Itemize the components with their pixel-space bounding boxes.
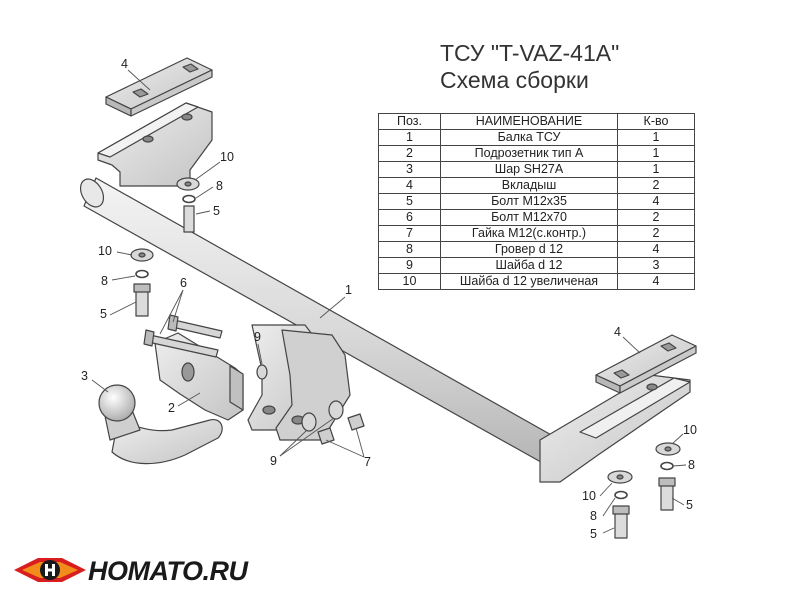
leader-lines	[91, 69, 687, 534]
insert-plate-top	[105, 57, 213, 117]
cell-name: Шайба d 12	[440, 257, 618, 274]
cell-name: Балка ТСУ	[440, 129, 618, 146]
callout-8-bottom: 8	[590, 509, 597, 523]
cell-quantity: 4	[617, 273, 695, 290]
callout-3: 3	[81, 369, 88, 383]
cell-position: 7	[378, 225, 441, 242]
callout-9-mid: 9	[254, 330, 261, 344]
cell-quantity: 1	[617, 129, 695, 146]
cell-name: Болт М12х70	[440, 209, 618, 226]
hardware-right	[607, 442, 681, 539]
cell-name: Шайба d 12 увеличеная	[440, 273, 618, 290]
center-brackets	[247, 324, 351, 441]
callout-10-right: 10	[683, 423, 697, 437]
logo-icon	[14, 558, 86, 582]
towbar-ball-logo-icon	[14, 558, 86, 582]
callout-4-right: 4	[614, 325, 621, 339]
parts-table-header: Поз. НАИМЕНОВАНИЕ К-во	[378, 113, 695, 130]
callout-5-top: 5	[213, 204, 220, 218]
callout-2: 2	[168, 401, 175, 415]
callout-5-left: 5	[100, 307, 107, 321]
page-title: ТСУ "T-VAZ-41A"	[440, 40, 620, 66]
cell-position: 4	[378, 177, 441, 194]
cell-position: 6	[378, 209, 441, 226]
cell-name: Вкладыш	[440, 177, 618, 194]
callout-5-right: 5	[686, 498, 693, 512]
callout-1: 1	[345, 283, 352, 297]
hardware-top	[176, 177, 200, 233]
hardware-left	[130, 248, 154, 317]
cell-position: 3	[378, 161, 441, 178]
callout-7: 7	[364, 455, 371, 469]
cell-quantity: 4	[617, 241, 695, 258]
callout-8-right: 8	[688, 458, 695, 472]
cell-position: 10	[378, 273, 441, 290]
right-mounting-bracket	[539, 374, 691, 483]
cell-quantity: 2	[617, 177, 695, 194]
hardware-center	[256, 364, 365, 445]
long-bolts	[143, 314, 223, 358]
cell-quantity: 2	[617, 209, 695, 226]
cell-position: 8	[378, 241, 441, 258]
callout-8-top: 8	[216, 179, 223, 193]
logo-text: HOMATO.RU	[88, 556, 248, 586]
cell-quantity: 2	[617, 225, 695, 242]
header-name: НАИМЕНОВАНИЕ	[440, 113, 618, 130]
callout-10-top: 10	[220, 150, 234, 164]
cell-name: Болт М12х35	[440, 193, 618, 210]
header-quantity: К-во	[617, 113, 695, 130]
cell-name: Шар SH27A	[440, 161, 618, 178]
callout-4-top: 4	[121, 57, 128, 71]
callout-6: 6	[180, 276, 187, 290]
cell-position: 2	[378, 145, 441, 162]
callout-10-bottom: 10	[582, 489, 596, 503]
callout-9-bottom: 9	[270, 454, 277, 468]
header-position: Поз.	[378, 113, 441, 130]
insert-plate-right	[595, 334, 697, 394]
cell-quantity: 1	[617, 145, 695, 162]
callout-10-left: 10	[98, 244, 112, 258]
left-mounting-bracket	[97, 102, 213, 187]
tow-ball	[98, 384, 223, 465]
cell-position: 1	[378, 129, 441, 146]
cell-quantity: 3	[617, 257, 695, 274]
socket-plate	[154, 332, 244, 421]
page-subtitle: Схема сборки	[440, 67, 589, 93]
cell-name: Гровер d 12	[440, 241, 618, 258]
callout-8-left: 8	[101, 274, 108, 288]
callout-5-bottom: 5	[590, 527, 597, 541]
cell-quantity: 4	[617, 193, 695, 210]
cell-quantity: 1	[617, 161, 695, 178]
cell-name: Гайка М12(с.контр.)	[440, 225, 618, 242]
cell-position: 9	[378, 257, 441, 274]
cell-position: 5	[378, 193, 441, 210]
cell-name: Подрозетник тип А	[440, 145, 618, 162]
